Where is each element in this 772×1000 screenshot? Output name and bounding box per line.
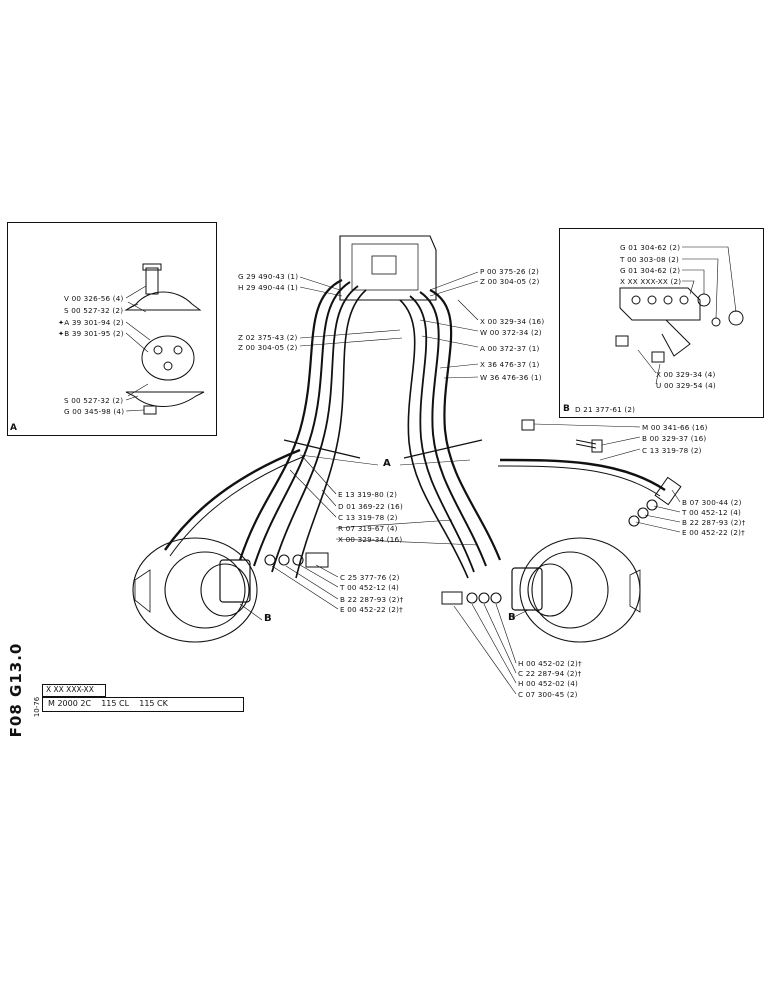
part-label: R 07 319-67 (4) xyxy=(338,524,398,533)
serial-number: X XX XXX-XX xyxy=(46,685,94,694)
detail-b-label: U 00 329-54 (4) xyxy=(656,381,716,390)
detail-b-label: X 00 329-34 (4) xyxy=(656,370,716,379)
detail-b-label: X XX XXX-XX (2) xyxy=(620,277,682,286)
part-label: H 00 452-02 (4) xyxy=(518,679,579,688)
part-label: H 00 452-02 (2)† xyxy=(518,659,582,668)
part-label: Z 00 304-05 (2) xyxy=(238,343,298,352)
hose-bundle-left xyxy=(238,279,343,561)
part-label: C 13 319-78 (2) xyxy=(642,446,702,455)
detail-a-label: ✦B 39 301-95 (2) xyxy=(58,329,124,338)
wheel-hub-left xyxy=(132,537,258,643)
serial-box: X XX XXX-XX xyxy=(42,684,106,697)
part-label: C 13 319-78 (2) xyxy=(338,513,398,522)
valve-plate xyxy=(619,287,701,321)
part-label: W 00 372-34 (2) xyxy=(480,328,542,337)
part-label: C 22 287-94 (2)† xyxy=(518,669,582,678)
detail-box-b xyxy=(559,228,764,418)
part-label: W 36 476-36 (1) xyxy=(480,373,542,382)
callout-b-left: B xyxy=(264,613,272,624)
detail-a-label: ✦A 39 301-94 (2) xyxy=(58,318,124,327)
detail-tag-a: A xyxy=(10,423,17,433)
detail-b-ref: D 21 377-61 (2) xyxy=(575,405,636,414)
sheet-code: F08 G13.0 xyxy=(7,642,25,738)
part-label: B 00 329-37 (16) xyxy=(642,434,707,443)
hose-bundle-right xyxy=(429,289,502,561)
part-label: X 00 329-34 (16) xyxy=(338,535,403,544)
part-label: T 00 452-12 (4) xyxy=(682,508,742,517)
part-label: H 29 490-44 (1) xyxy=(238,283,299,292)
part-label: G 29 490-43 (1) xyxy=(238,272,299,281)
detail-box-a xyxy=(7,222,217,436)
detail-a-label: G 00 345-98 (4) xyxy=(64,407,125,416)
part-label: X 36 476-37 (1) xyxy=(480,360,540,369)
part-label: E 00 452-22 (2)† xyxy=(340,605,403,614)
part-label: Z 02 375-43 (2) xyxy=(238,333,298,342)
part-label: E 00 452-22 (2)† xyxy=(682,528,745,537)
long-hose-right xyxy=(499,458,666,491)
part-label: T 00 452-12 (4) xyxy=(340,583,400,592)
part-label: E 13 319-80 (2) xyxy=(338,490,398,499)
part-label: P 00 375-26 (2) xyxy=(480,267,539,276)
part-label: Z 00 304-05 (2) xyxy=(480,277,540,286)
model-list: M 2000 2C 115 CL 115 CK xyxy=(48,699,168,708)
models-box: M 2000 2C 115 CL 115 CK xyxy=(42,697,244,712)
callout-a: A xyxy=(383,458,391,469)
long-hose-left xyxy=(164,448,301,551)
part-label: X 00 329-34 (16) xyxy=(480,317,545,326)
detail-b-label: T 00 303-08 (2) xyxy=(620,255,680,264)
callout-b-right: B xyxy=(508,612,516,623)
detail-b-label: G 01 304-62 (2) xyxy=(620,266,681,275)
detail-tag-b: B xyxy=(563,404,570,414)
part-label: D 01 369-22 (16) xyxy=(338,502,403,511)
part-label: B 22 287-93 (2)† xyxy=(340,595,404,604)
detail-a-label: S 00 527-32 (2) xyxy=(64,396,124,405)
part-label: C 07 300-45 (2) xyxy=(518,690,578,699)
part-label: C 25 377-76 (2) xyxy=(340,573,400,582)
part-label: B 22 287-93 (2)† xyxy=(682,518,746,527)
valve-block xyxy=(339,235,437,301)
part-label: M 00 341-66 (16) xyxy=(642,423,708,432)
part-label: B 07 300-44 (2) xyxy=(682,498,742,507)
part-label: A 00 372-37 (1) xyxy=(480,344,540,353)
detail-a-label: V 00 326-56 (4) xyxy=(64,294,124,303)
detail-a-label: S 00 527-32 (2) xyxy=(64,306,124,315)
detail-b-label: G 01 304-62 (2) xyxy=(620,243,681,252)
